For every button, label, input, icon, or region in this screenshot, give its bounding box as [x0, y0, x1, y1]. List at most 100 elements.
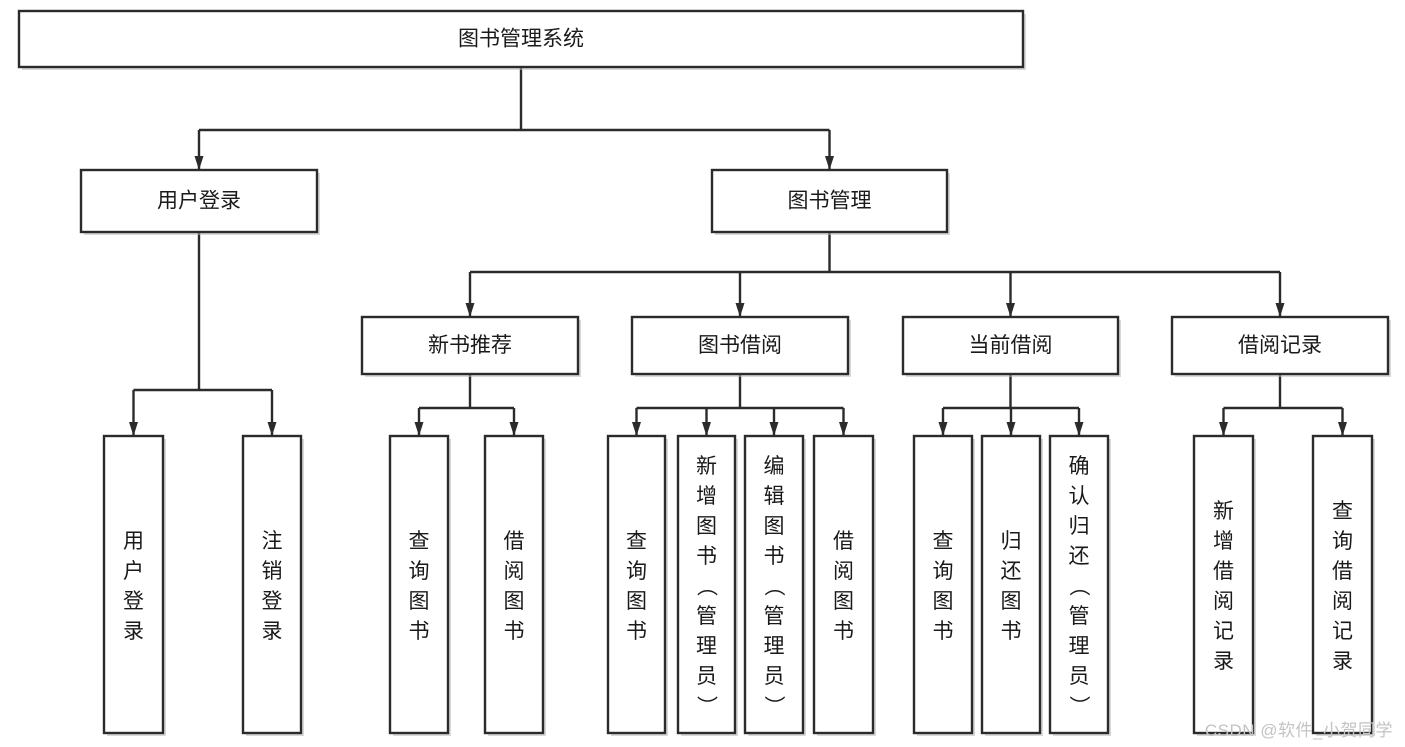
svg-text:录: 录: [262, 620, 283, 643]
svg-text:（: （: [1067, 575, 1090, 596]
svg-text:（: （: [762, 575, 785, 596]
svg-text:图: 图: [626, 590, 647, 613]
svg-text:图: 图: [696, 515, 717, 538]
svg-text:编: 编: [764, 455, 785, 478]
svg-text:新: 新: [696, 455, 717, 478]
svg-text:增: 增: [1213, 530, 1234, 553]
svg-text:询: 询: [933, 560, 954, 583]
node-leaf-user-login[interactable]: 用户登录: [102, 434, 166, 736]
svg-text:图: 图: [764, 515, 785, 538]
node-label: 借阅记录: [1238, 334, 1322, 357]
svg-text:书: 书: [696, 545, 717, 568]
svg-text:）: ）: [762, 695, 785, 716]
node-book-manage[interactable]: 图书管理: [710, 168, 950, 235]
svg-text:询: 询: [626, 560, 647, 583]
svg-text:注: 注: [262, 530, 283, 553]
svg-text:查: 查: [933, 530, 954, 553]
node-current-borrow[interactable]: 当前借阅: [901, 315, 1121, 377]
node-label: 当前借阅: [969, 334, 1053, 357]
svg-text:认: 认: [1069, 485, 1090, 508]
svg-text:员: 员: [764, 665, 785, 688]
svg-text:阅: 阅: [833, 560, 854, 583]
svg-text:书: 书: [764, 545, 785, 568]
svg-text:阅: 阅: [504, 560, 525, 583]
svg-text:理: 理: [764, 635, 785, 658]
svg-text:查: 查: [409, 530, 430, 553]
svg-text:还: 还: [1069, 545, 1090, 568]
svg-text:询: 询: [1332, 530, 1353, 553]
svg-text:借: 借: [504, 530, 525, 553]
node-new-book-recommend[interactable]: 新书推荐: [360, 315, 581, 377]
svg-text:确: 确: [1069, 455, 1090, 478]
svg-text:图: 图: [833, 590, 854, 613]
svg-text:理: 理: [1069, 635, 1090, 658]
svg-text:录: 录: [123, 620, 144, 643]
svg-text:图: 图: [1001, 590, 1022, 613]
svg-text:管: 管: [696, 605, 717, 628]
svg-text:登: 登: [262, 590, 283, 613]
node-boxes: 图书管理系统用户登录图书管理新书推荐图书借阅当前借阅借阅记录用户登录注销登录查询…: [17, 9, 1391, 736]
svg-text:增: 增: [696, 485, 717, 508]
svg-text:管: 管: [1069, 605, 1090, 628]
svg-text:）: ）: [1067, 695, 1090, 716]
csdn-watermark: CSDN @软件_小贺同学: [1204, 721, 1393, 740]
svg-text:新: 新: [1213, 500, 1234, 523]
node-label: 图书借阅: [698, 334, 782, 357]
svg-text:）: ）: [695, 695, 718, 716]
svg-text:询: 询: [409, 560, 430, 583]
svg-text:用: 用: [123, 530, 144, 553]
node-user-login[interactable]: 用户登录: [79, 168, 320, 235]
svg-text:查: 查: [626, 530, 647, 553]
connector-lines: [129, 67, 1347, 436]
svg-text:书: 书: [833, 620, 854, 643]
node-label: 用户登录: [157, 190, 241, 213]
svg-text:记: 记: [1332, 620, 1353, 643]
svg-text:借: 借: [1332, 560, 1353, 583]
svg-text:图: 图: [409, 590, 430, 613]
svg-text:书: 书: [626, 620, 647, 643]
svg-text:员: 员: [696, 665, 717, 688]
node-label: 图书管理系统: [458, 28, 584, 51]
svg-text:还: 还: [1001, 560, 1022, 583]
svg-text:户: 户: [123, 560, 144, 583]
svg-text:图: 图: [933, 590, 954, 613]
svg-text:阅: 阅: [1332, 590, 1353, 613]
svg-text:录: 录: [1332, 650, 1353, 673]
svg-text:理: 理: [696, 635, 717, 658]
svg-text:销: 销: [262, 560, 283, 583]
svg-text:员: 员: [1069, 665, 1090, 688]
svg-text:（: （: [695, 575, 718, 596]
svg-text:记: 记: [1213, 620, 1234, 643]
svg-text:管: 管: [764, 605, 785, 628]
svg-text:录: 录: [1213, 650, 1234, 673]
svg-text:阅: 阅: [1213, 590, 1234, 613]
svg-text:书: 书: [504, 620, 525, 643]
svg-text:查: 查: [1332, 500, 1353, 523]
node-label: 图书管理: [788, 190, 872, 213]
svg-text:归: 归: [1069, 515, 1090, 538]
svg-text:书: 书: [933, 620, 954, 643]
svg-text:借: 借: [833, 530, 854, 553]
svg-text:书: 书: [1001, 620, 1022, 643]
svg-text:图: 图: [504, 590, 525, 613]
node-root[interactable]: 图书管理系统: [17, 9, 1026, 70]
svg-text:登: 登: [123, 590, 144, 613]
node-borrow-record[interactable]: 借阅记录: [1170, 315, 1391, 377]
svg-text:归: 归: [1001, 530, 1022, 553]
node-label: 新书推荐: [428, 334, 512, 357]
node-book-borrow[interactable]: 图书借阅: [630, 315, 851, 377]
